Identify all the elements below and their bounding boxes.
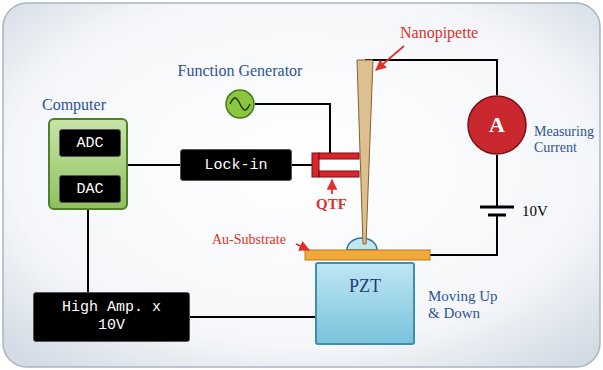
node-label: Lock-in [204,157,267,174]
wire-connector [190,316,315,318]
background-panel [3,3,600,367]
part-name: Measuring Current [534,124,598,156]
node-heading: Computer [42,96,106,114]
nanopipette [357,60,373,244]
wire-connector [87,210,89,292]
node-label: High Amp. x 10V [62,299,162,335]
droplet [347,238,377,250]
motion-note: Moving Up & Down [428,288,504,323]
battery-symbol [480,207,514,215]
high-amp-box: High Amp. x 10V [33,292,190,342]
node-label: PZT [349,276,381,297]
part-name: Nanopipette [400,24,478,42]
node-label: A [489,112,505,138]
adc-box: ADC [59,129,121,157]
node-label: ADC [76,135,103,152]
voltage-label: 10V [522,203,548,220]
pzt-box: PZT [315,262,415,345]
wire-connector [128,164,180,166]
computer-box: ComputerADCDAC [48,118,128,210]
ammeter-circle: A [467,95,527,155]
node-heading: Function Generator [178,62,303,80]
node-label: DAC [76,181,103,198]
lock-in-box: Lock-in [180,149,292,181]
au-substrate [305,250,430,260]
generator-outline [225,89,255,119]
dac-box: DAC [59,175,121,203]
qtf-fork [312,153,359,177]
leader-arrows [296,46,404,250]
part-name: Au-Substrate [212,232,286,248]
function-generator: Function Generator [225,89,255,119]
part-name: QTF [316,196,347,213]
